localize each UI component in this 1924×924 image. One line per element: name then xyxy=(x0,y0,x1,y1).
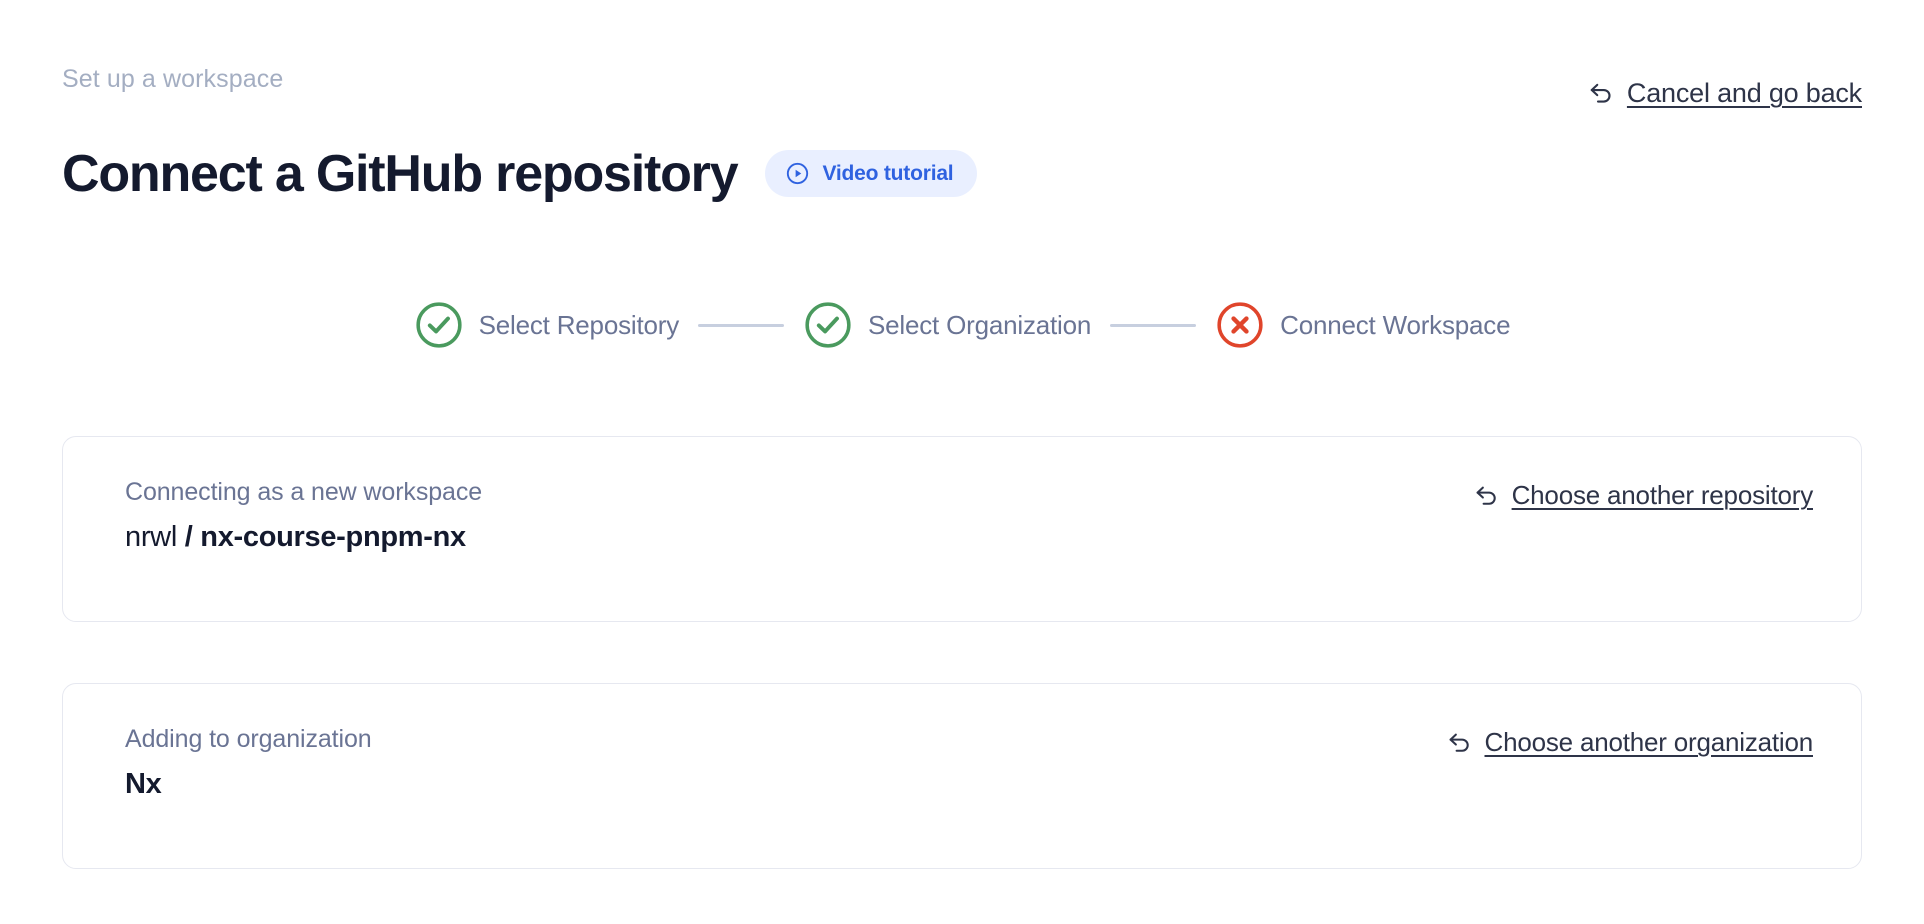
repository-value: nrwl / nx-course-pnpm-nx xyxy=(125,519,482,555)
organization-value: Nx xyxy=(125,768,162,800)
cancel-and-go-back-label: Cancel and go back xyxy=(1626,78,1862,108)
repository-name: nx-course-pnpm-nx xyxy=(200,521,466,553)
choose-another-repository-label: Choose another repository xyxy=(1511,480,1814,510)
undo-arrow-icon xyxy=(1472,481,1501,510)
step-connect-workspace[interactable]: Connect Workspace xyxy=(1215,300,1511,350)
video-tutorial-label: Video tutorial xyxy=(822,161,954,185)
page-title: Connect a GitHub repository xyxy=(62,144,739,203)
step-connector-1 xyxy=(698,323,785,327)
x-circle-icon xyxy=(1215,300,1265,350)
organization-caption: Adding to organization xyxy=(125,725,372,753)
step-select-organization[interactable]: Select Organization xyxy=(803,300,1091,350)
repository-owner: nrwl xyxy=(125,521,177,553)
progress-stepper: Select Repository Select Organization Co… xyxy=(0,300,1924,350)
repository-card: Connecting as a new workspace nrwl / nx-… xyxy=(62,436,1862,622)
undo-arrow-icon xyxy=(1445,728,1474,757)
undo-arrow-icon xyxy=(1586,78,1616,108)
page-header: Set up a workspace Connect a GitHub repo… xyxy=(62,64,1862,203)
step-connector-2 xyxy=(1110,323,1197,327)
check-circle-icon xyxy=(414,300,464,350)
choose-another-organization-label: Choose another organization xyxy=(1484,727,1814,757)
choose-another-organization-link[interactable]: Choose another organization xyxy=(1445,727,1814,757)
breadcrumb-eyebrow: Set up a workspace xyxy=(62,65,284,93)
play-circle-icon xyxy=(785,161,810,186)
repository-separator: / xyxy=(184,521,193,553)
choose-another-repository-link[interactable]: Choose another repository xyxy=(1472,480,1813,510)
organization-info: Adding to organization Nx xyxy=(125,724,372,802)
step-label: Connect Workspace xyxy=(1280,310,1511,340)
video-tutorial-button[interactable]: Video tutorial xyxy=(765,150,978,198)
step-label: Select Organization xyxy=(868,310,1092,340)
title-row: Connect a GitHub repository Video tutori… xyxy=(62,110,1862,238)
step-select-repository[interactable]: Select Repository xyxy=(414,300,679,350)
cancel-and-go-back-link[interactable]: Cancel and go back xyxy=(1586,77,1862,109)
step-label: Select Repository xyxy=(478,310,680,340)
repository-caption: Connecting as a new workspace xyxy=(125,478,483,506)
check-circle-icon xyxy=(803,300,853,350)
organization-card: Adding to organization Nx Choose another… xyxy=(62,683,1862,869)
repository-info: Connecting as a new workspace nrwl / nx-… xyxy=(125,477,482,555)
